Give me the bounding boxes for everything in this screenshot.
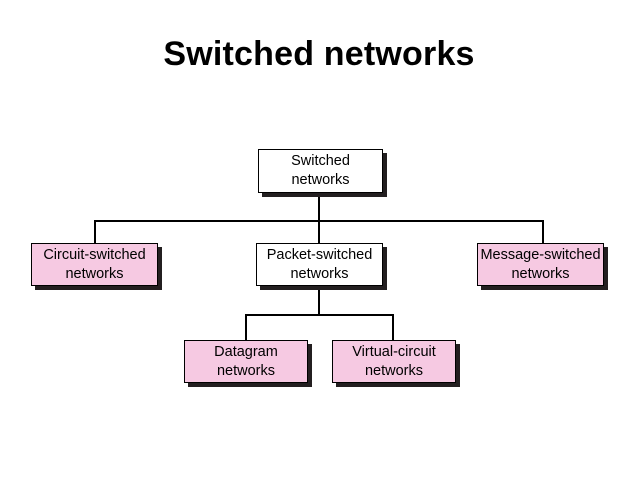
connector-drop-circuit	[94, 220, 96, 244]
node-message-switched-networks[interactable]: Message-switched networks	[477, 243, 604, 286]
page-title: Switched networks	[163, 35, 475, 73]
node-switched-networks[interactable]: Switched networks	[258, 149, 383, 193]
node-label-line2: networks	[291, 172, 350, 188]
node-label-line2: networks	[216, 362, 276, 379]
connector-packet-stem	[318, 285, 320, 315]
node-label-line1: Circuit-switched	[43, 246, 146, 263]
node-label-line1: Message-switched	[480, 246, 601, 263]
node-label-line1: Virtual-circuit	[352, 343, 436, 360]
node-label-line1: Datagram	[214, 343, 278, 360]
connector-level2-bus	[245, 314, 394, 316]
node-label-line2: networks	[364, 362, 424, 379]
node-packet-switched-networks[interactable]: Packet-switched networks	[256, 243, 383, 286]
connector-drop-virtual	[392, 314, 394, 341]
node-circuit-switched-networks[interactable]: Circuit-switched networks	[31, 243, 158, 286]
connector-drop-message	[542, 220, 544, 244]
node-label-line2: networks	[290, 265, 349, 282]
node-label-line2: networks	[65, 265, 124, 282]
connector-drop-datagram	[245, 314, 247, 341]
node-label-line1: Packet-switched	[266, 246, 373, 263]
connector-drop-packet	[318, 220, 320, 244]
node-datagram-networks[interactable]: Datagram networks	[184, 340, 308, 383]
node-label-line1: Switched	[291, 153, 350, 170]
node-label-line2: networks	[511, 265, 570, 282]
node-virtual-circuit-networks[interactable]: Virtual-circuit networks	[332, 340, 456, 383]
connector-root-stem	[318, 193, 320, 222]
